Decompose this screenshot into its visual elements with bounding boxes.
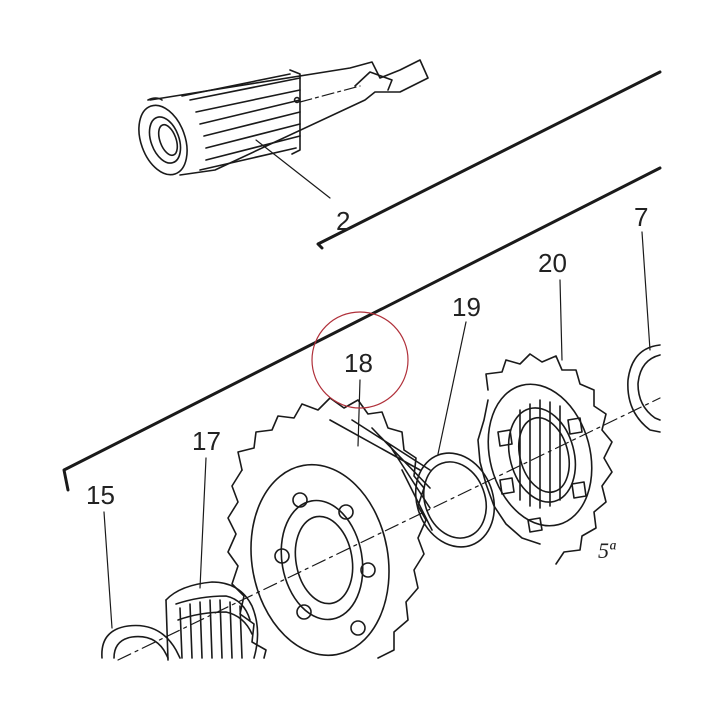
part-label-7: 7 [634,202,648,232]
gear-part-18 [227,397,433,659]
leader-20 [559,279,563,361]
part-label-18: 18 [344,348,373,378]
leader-7 [641,231,651,351]
part-label-19: 19 [452,292,481,322]
gear-part-20 [477,353,613,565]
part-label-15: 15 [86,480,115,510]
ring-part-7 [627,344,661,433]
section-line-upper [316,70,662,250]
washer-part-15 [101,624,181,659]
leader-15 [103,511,113,629]
shaft-axis [299,85,361,103]
leader-19 [437,321,467,455]
part-label-20: 20 [538,248,567,278]
part-label-2: 2 [336,206,350,236]
gear-label-5th: 5ª [598,538,616,563]
leader-17 [199,457,207,589]
bearing-part-17 [165,581,259,661]
leader-2 [255,139,331,199]
leader-18 [357,379,361,447]
shaft-part-2 [138,59,429,176]
assembly-axis [117,397,661,661]
part-label-17: 17 [192,426,221,456]
highlight-circle [311,311,409,409]
section-line-lower [62,166,662,492]
